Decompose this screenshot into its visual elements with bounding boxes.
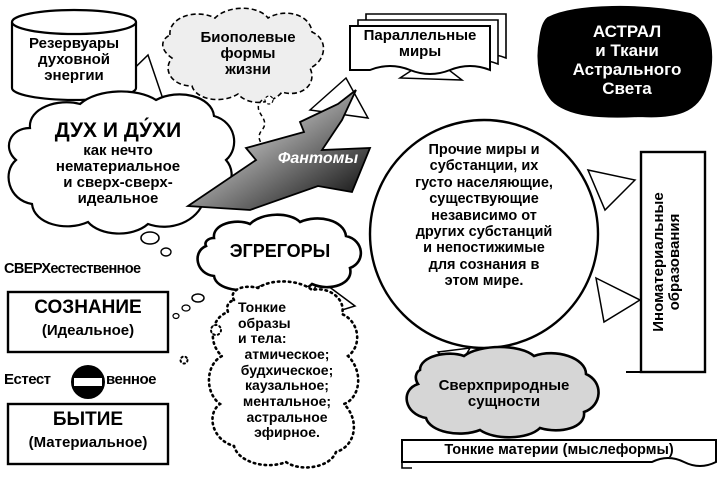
inomaterial-card: [626, 150, 707, 374]
arrow-to-inomaterial: [586, 168, 637, 212]
no-entry-sign: [71, 365, 105, 399]
natural-label-right: венное: [106, 371, 157, 388]
astral-label: АСТРАЛ и Ткани Астрального Света: [572, 22, 682, 99]
subtle-matter-banner: [401, 439, 717, 469]
natural-label-left: Естест: [4, 371, 51, 388]
arrow-to-inomaterial-low: [594, 276, 642, 324]
subtle-matter-label: Тонкие материи (мыслеформы): [444, 442, 674, 458]
reservoirs-cylinder: [10, 8, 138, 102]
consciousness-box: [6, 290, 170, 354]
inomaterial-label: Иноматериальные образования: [650, 192, 684, 332]
consciousness-label: СОЗНАНИЕ (Идеальное): [34, 297, 142, 339]
egregors-cloud: [196, 213, 363, 295]
parallel-cards: [349, 13, 507, 75]
bioforms-cloud: [161, 7, 325, 159]
reservoirs-label: Резервуары духовной энергии: [28, 35, 120, 85]
being-label: БЫТИЕ (Материальное): [28, 409, 148, 451]
bioforms-label: Биополевые формы жизни: [200, 29, 296, 79]
astral-blob: [537, 5, 713, 118]
superhuman-cloud: [405, 345, 600, 439]
supernatural-label: СВЕРХестественное: [4, 261, 141, 277]
spirit-label: ДУХ И ДУ́ХИ как нечто нематериальное и с…: [54, 119, 182, 208]
being-box: [6, 402, 170, 466]
subtle-bodies-cloud: [179, 280, 360, 469]
superhuman-label: Сверхприродные сущности: [438, 377, 570, 411]
subtle-bodies-label: Тонкие образы и тела: атмическое; будхич…: [238, 299, 334, 441]
center-text: Прочие миры и субстанции, их густо насел…: [415, 142, 553, 289]
egregors-label: ЭГРЕГОРЫ: [229, 241, 331, 261]
phantoms-label: Фантомы: [277, 150, 359, 167]
parallel-label: Параллельные миры: [363, 27, 477, 61]
phantoms-bolt: [185, 89, 372, 211]
